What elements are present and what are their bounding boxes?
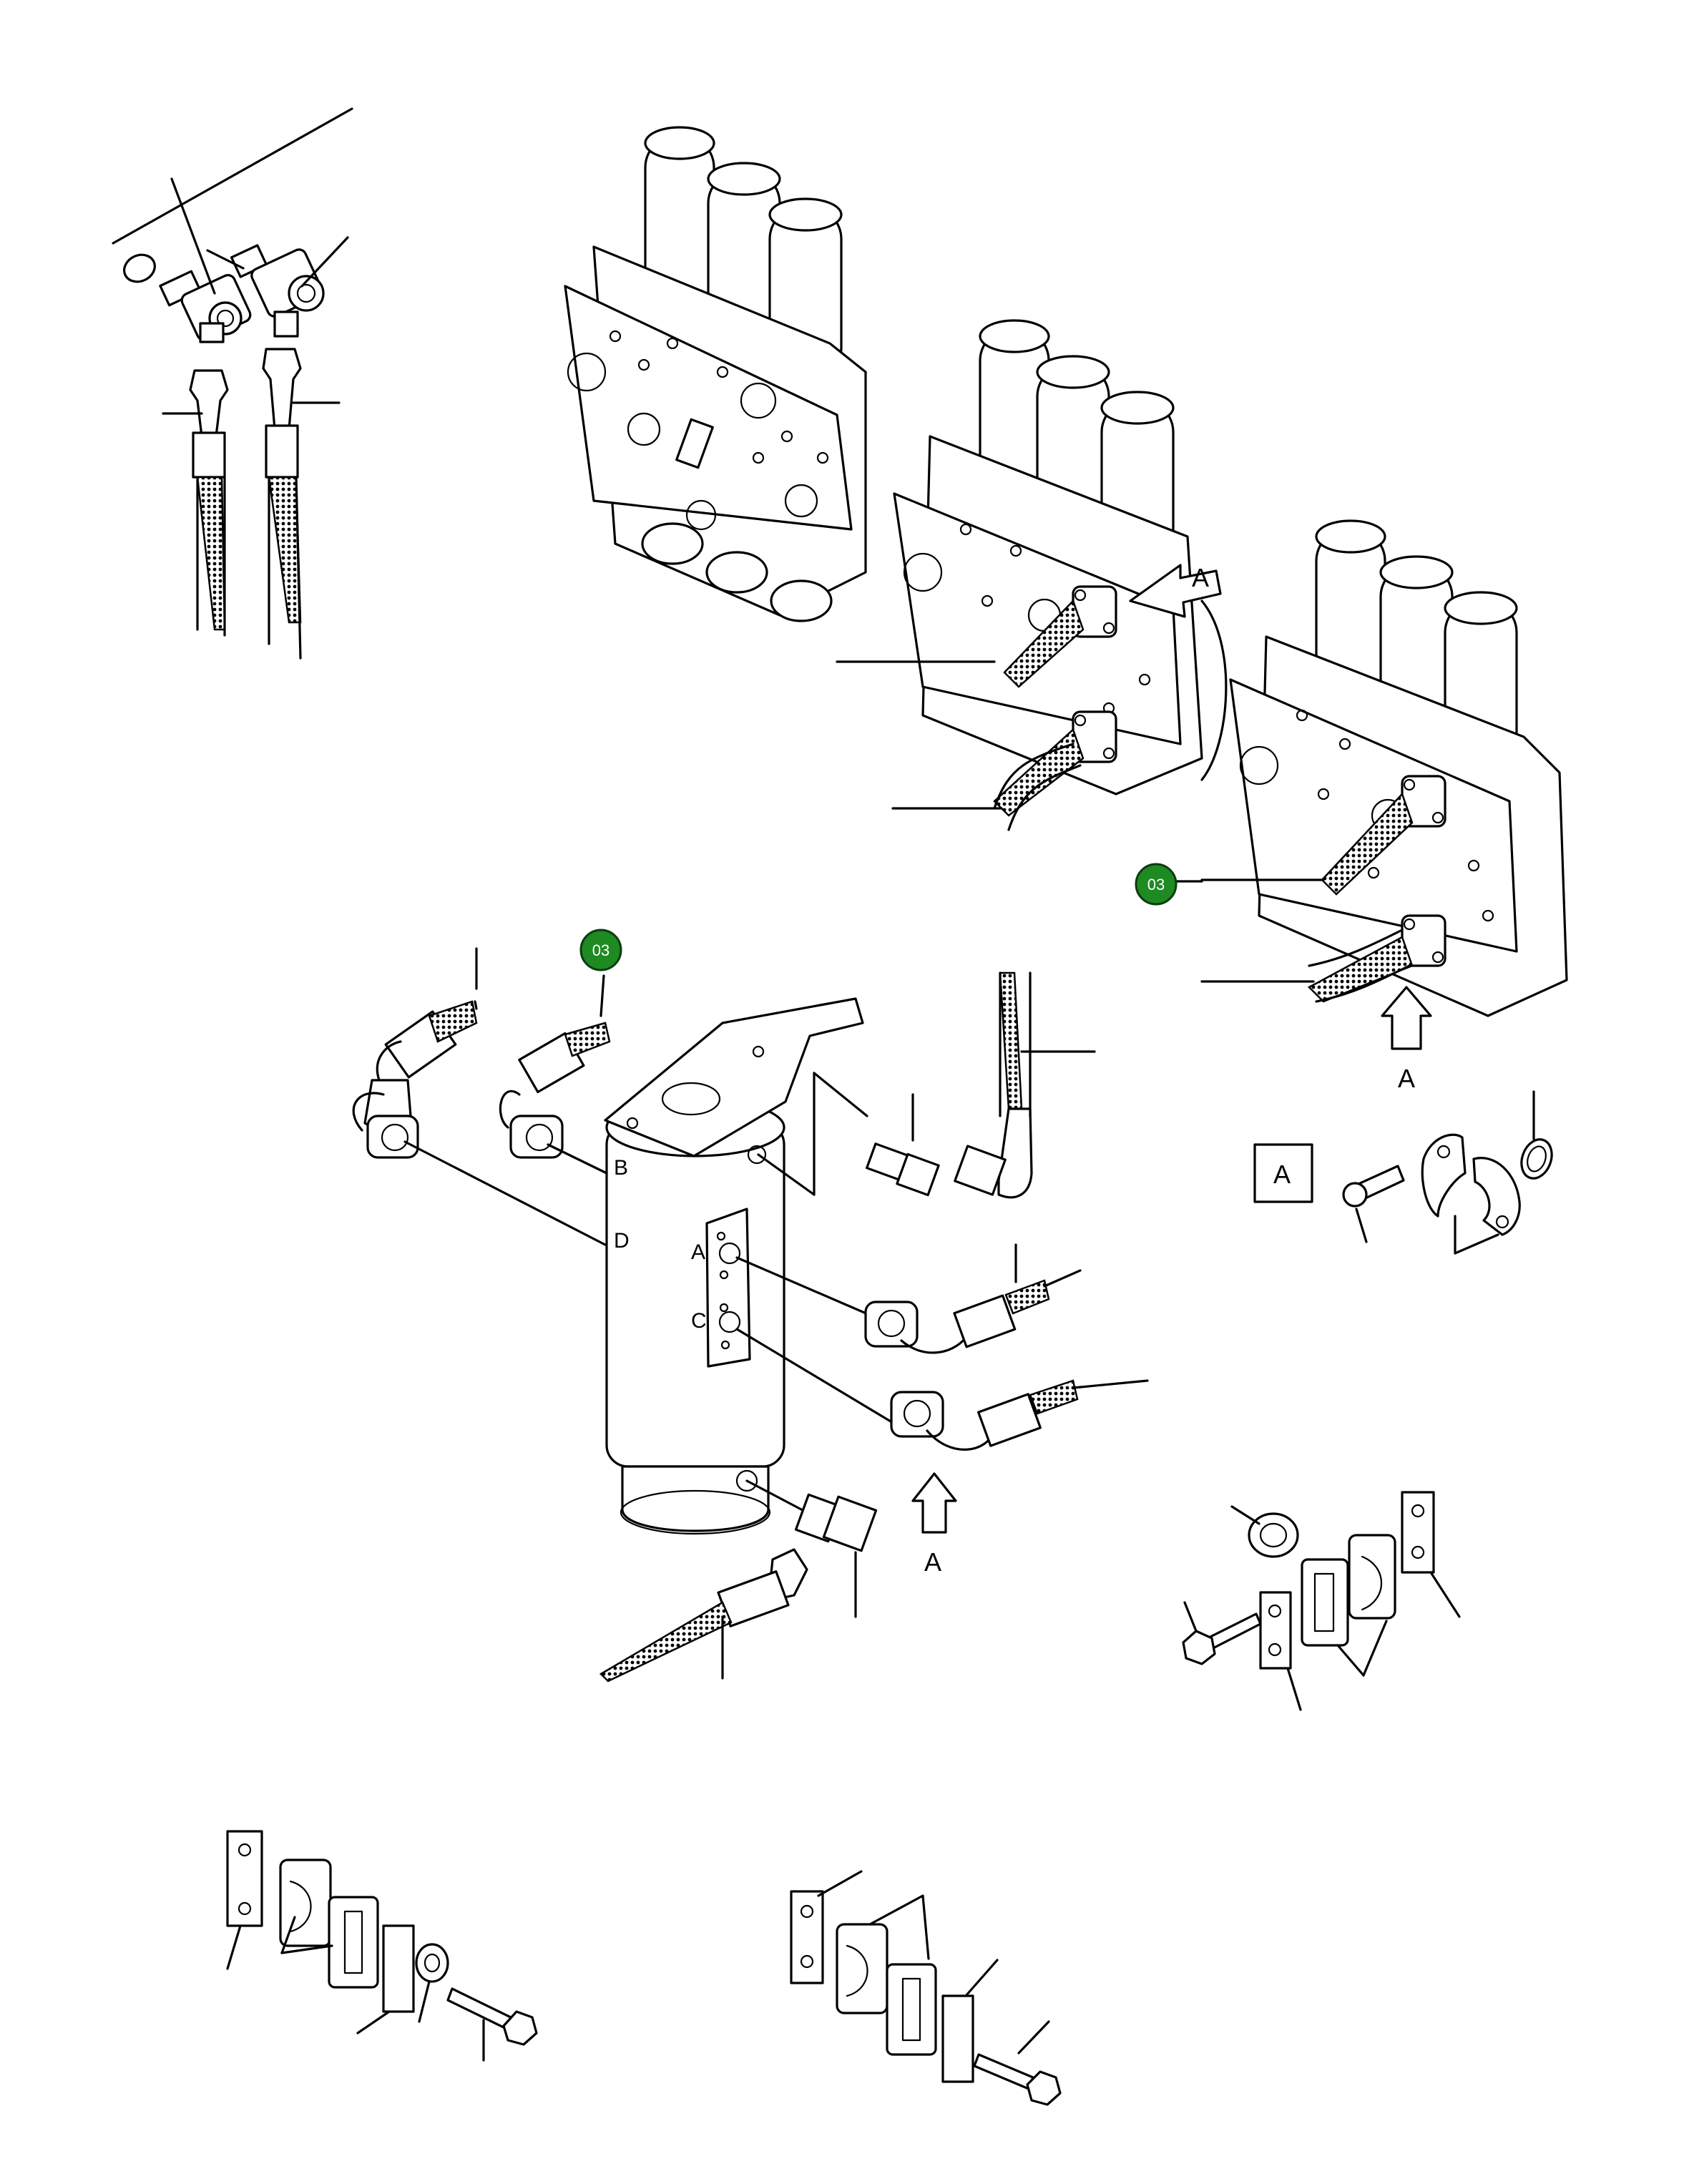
callout-label: 03 bbox=[1147, 876, 1165, 893]
filter-hose-a-c: A bbox=[735, 1243, 1149, 1577]
clamp-set-bottom-center bbox=[790, 1870, 1062, 2106]
valve-block-1 bbox=[564, 126, 867, 622]
port-label-d: D bbox=[614, 1229, 630, 1253]
callout-badge-valve[interactable]: 03 bbox=[1135, 863, 1203, 906]
filter-bottom-fitting bbox=[599, 1479, 878, 1683]
callout-badge-filter[interactable]: 03 bbox=[579, 929, 622, 971]
valve-block-2: A bbox=[836, 319, 1228, 831]
valve-block-3: A bbox=[1200, 519, 1568, 1093]
view-label-a-filter: A bbox=[924, 1547, 941, 1577]
clamp-set-bottom-left bbox=[226, 1830, 538, 2062]
view-label-a-top: A bbox=[1192, 563, 1209, 592]
elbow-fitting-group bbox=[112, 107, 353, 660]
port-label-c: C bbox=[691, 1309, 707, 1333]
clamp-set-right bbox=[1182, 1491, 1461, 1711]
detail-a-frame bbox=[1253, 1143, 1313, 1203]
filter-hose-b-d bbox=[352, 947, 611, 1246]
port-label-b: B bbox=[614, 1156, 628, 1180]
filter-adapter-hose bbox=[757, 971, 1096, 1199]
detail-a-split-flange: A bbox=[1253, 1090, 1553, 1255]
callout-label: 03 bbox=[592, 941, 610, 959]
filter-housing: B D A C bbox=[604, 997, 864, 1535]
port-label-a: A bbox=[691, 1240, 705, 1264]
detail-a-label: A bbox=[1273, 1160, 1291, 1189]
view-label-a-valve-bottom: A bbox=[1398, 1064, 1415, 1093]
